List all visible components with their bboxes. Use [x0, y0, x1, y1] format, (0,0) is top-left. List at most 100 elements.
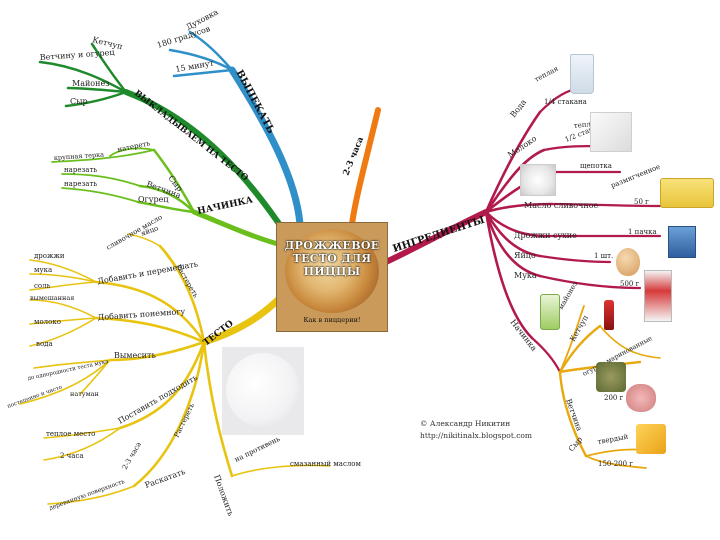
connector-line	[585, 455, 647, 469]
connector-line	[29, 317, 97, 325]
ingredients-branch-label: ИНГРЕДИЕНТЫ	[392, 215, 487, 255]
ketchup-bottle-image	[604, 300, 614, 330]
bake-branch-label: ВЫПЕКАТЬ	[233, 68, 276, 135]
mayonnaise-jar-image	[540, 294, 560, 330]
filling-cheese-item: Сыр	[567, 435, 585, 454]
connector-line	[172, 68, 234, 78]
connector-line	[159, 245, 191, 291]
filling-branch-label: НАЧИНКА	[197, 195, 255, 217]
connector-line	[47, 485, 135, 505]
ingredient-item-3: Масло сливочное	[524, 201, 599, 210]
ingredient-item-0: Вода	[508, 97, 528, 119]
water-amount-label: 1/4 стакана	[544, 98, 587, 106]
salt-image	[520, 164, 556, 196]
filling-cucumber-label: Огурец	[138, 195, 168, 204]
connector-line	[118, 340, 206, 430]
filling-branch	[191, 209, 281, 247]
yeast-pack-label: 1 пачка	[628, 228, 657, 236]
connector-line	[109, 147, 155, 157]
filling-slice-label-1: нарезать	[64, 166, 97, 174]
dough-leaf-milk: молоко	[34, 318, 61, 326]
connector-line	[94, 316, 206, 344]
connector-line	[51, 149, 155, 163]
connector-line	[33, 359, 111, 369]
connector-line	[61, 173, 141, 187]
topping-branch	[123, 89, 289, 237]
filling-ham-line	[558, 360, 642, 374]
topping-branch-label: ВЫКЛАДЫВАЕМ НА ТЕСТО	[132, 88, 250, 183]
dough-leaf-salt: соль	[34, 282, 51, 290]
author-credit: © Александр Никитин http://nikitinalx.bl…	[420, 418, 532, 442]
dough-leaf-wooden-surface: деревянную поверхность	[48, 478, 126, 512]
filling-cheese-amount-label: 150-200 г	[598, 460, 633, 468]
connector-line	[138, 184, 196, 214]
connector-line	[188, 30, 234, 72]
dough-leaf-napkin: натуман	[70, 390, 99, 398]
filling-coarse-grater-label: крупная терка	[54, 150, 105, 161]
central-title-line-1: ДРОЖЖЕВОЕ	[284, 239, 380, 252]
ham-image	[626, 384, 656, 412]
butter-image	[660, 178, 714, 208]
central-title: ДРОЖЖЕВОЕ ТЕСТО ДЛЯ ПИЦЦЫ	[277, 239, 387, 278]
author-url[interactable]: http://nikitinalx.blogspot.com	[420, 431, 533, 440]
ingredient-line-7-tail	[530, 336, 562, 374]
time-branch	[349, 107, 381, 227]
topping-cheese-label: Сыр	[70, 97, 88, 106]
dough-leaf-gradually: постепенно и чисто	[7, 384, 64, 410]
bake-branch	[228, 66, 304, 228]
dough-step-add-gradually: Добавить понемногу	[98, 307, 186, 322]
ingredient-item-5: Яйцо	[514, 251, 536, 260]
filling-cheese-line	[558, 370, 588, 458]
milk-image	[590, 112, 632, 152]
connector-line	[90, 42, 128, 94]
connector-line	[202, 340, 234, 478]
connector-line	[29, 299, 97, 319]
connector-line	[599, 325, 661, 359]
connector-line	[61, 187, 139, 203]
ingredients-branch	[383, 209, 489, 265]
dough-leaf-sifted: вымешанная	[30, 294, 74, 302]
connector-line	[108, 340, 206, 362]
connector-line	[168, 48, 234, 72]
connector-line	[19, 359, 111, 405]
dough-step-place: Положить	[212, 474, 235, 518]
ingredient-line-6	[484, 210, 542, 278]
connector-line	[136, 200, 196, 214]
egg-image	[616, 248, 640, 276]
water-warm-label: теплая	[533, 64, 560, 83]
central-title-line-3: ПИЦЦЫ	[303, 265, 361, 278]
filling-mayonnaise-label: майонез	[557, 280, 580, 311]
connector-line	[43, 427, 121, 439]
filling-cheese-hard-label: твердый	[597, 433, 629, 446]
connector-line	[231, 464, 331, 477]
connector-line	[94, 280, 206, 344]
ingredient-line-4	[484, 210, 548, 238]
salt-pinch-label: щепотка	[580, 162, 612, 170]
pizza-image	[285, 229, 379, 313]
connector-line	[38, 60, 128, 94]
dough-leaf-warm-place: теплое место	[46, 430, 95, 438]
ingredient-line-1	[484, 148, 546, 214]
butter-softened-label: размягченное	[610, 163, 662, 190]
ingredient-item-7: Начинка	[508, 318, 538, 353]
ingredient-line-5-tail	[538, 254, 612, 264]
filling-ham-amount-label: 200 г	[604, 394, 624, 402]
connector-line	[152, 148, 196, 214]
milk-warm-label: теплое	[573, 119, 599, 130]
ingredient-line-5	[484, 210, 542, 258]
dough-leaf-on-tray: на противень	[233, 435, 281, 464]
dough-leaf-2-3-hours: 2-3 часа	[121, 441, 143, 471]
ingredient-line-0	[484, 110, 542, 214]
dough-leaf-water: вода	[36, 340, 53, 348]
connector-line	[79, 359, 111, 395]
dough-step-knead: Вымесить	[114, 351, 156, 360]
filling-slice-label-2: нарезать	[64, 180, 97, 188]
central-topic: ДРОЖЖЕВОЕ ТЕСТО ДЛЯ ПИЦЦЫ Как в пиццерии…	[276, 222, 388, 332]
flour-amount-label: 500 г	[620, 280, 640, 288]
pickles-jar-image	[596, 362, 626, 392]
ingredient-item-6: Мука	[514, 271, 537, 280]
central-title-line-2: ТЕСТО ДЛЯ	[292, 252, 372, 265]
connector-line	[127, 233, 161, 247]
